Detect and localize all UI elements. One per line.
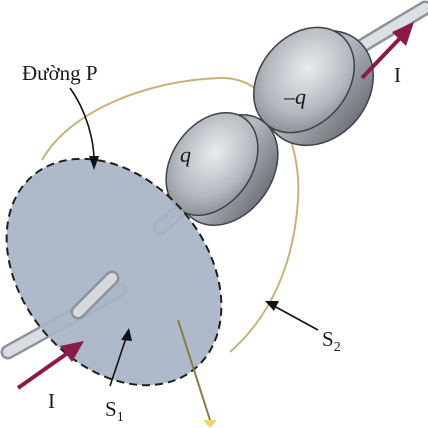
current-arrow-out xyxy=(360,22,414,80)
label-current-in: I xyxy=(48,389,55,413)
s1-pointer-line xyxy=(177,319,211,421)
label-path-p: Đường P xyxy=(22,61,98,85)
label-charge-positive: q xyxy=(180,142,191,167)
label-charge-negative: –q xyxy=(283,84,306,109)
label-s2: S2 xyxy=(322,327,341,355)
label-current-out: I xyxy=(394,63,401,87)
wire-through-s1 xyxy=(70,270,120,320)
label-s1: S1 xyxy=(105,397,124,425)
plate-positive xyxy=(165,111,279,226)
s1-pointer-tip xyxy=(203,420,217,428)
path-p-leader xyxy=(69,87,99,170)
s1-leader xyxy=(109,328,132,387)
plate-negative xyxy=(252,26,375,147)
current-arrow-in xyxy=(16,341,84,390)
s2-leader xyxy=(265,301,319,331)
